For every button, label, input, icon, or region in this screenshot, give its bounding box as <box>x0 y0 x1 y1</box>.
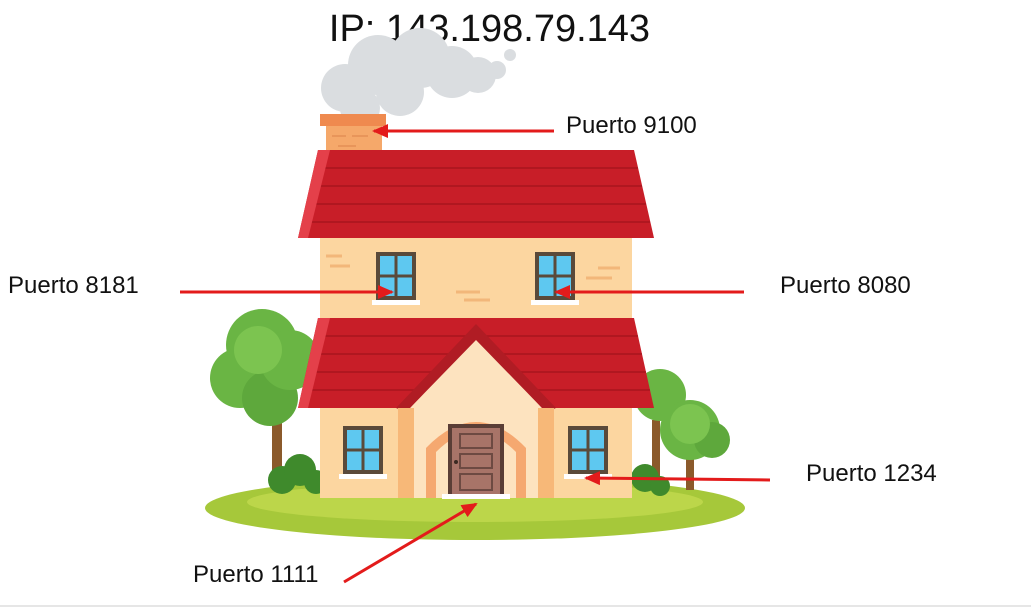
arrow-door <box>343 502 478 584</box>
smoke-cloud <box>321 28 516 128</box>
window-upper-right <box>531 252 579 305</box>
port-label-window-upper-right: Puerto 8080 <box>780 272 911 299</box>
window-lower-left <box>339 426 387 479</box>
left-tree <box>210 309 320 478</box>
upper-roof <box>298 150 654 238</box>
port-label-chimney: Puerto 9100 <box>566 112 697 139</box>
window-lower-right <box>564 426 612 479</box>
window-upper-left <box>372 252 420 305</box>
upper-wall <box>320 234 632 326</box>
port-label-door: Puerto 1111 <box>193 561 319 588</box>
brick-accents <box>326 254 620 302</box>
arrow-window-lower-right <box>584 471 771 486</box>
door <box>442 424 510 499</box>
bottom-divider <box>0 605 1031 607</box>
port-label-window-upper-left: Puerto 8181 <box>8 272 139 299</box>
right-tree <box>634 369 730 490</box>
port-label-window-lower-right: Puerto 1234 <box>806 460 937 487</box>
left-bush <box>268 454 328 494</box>
